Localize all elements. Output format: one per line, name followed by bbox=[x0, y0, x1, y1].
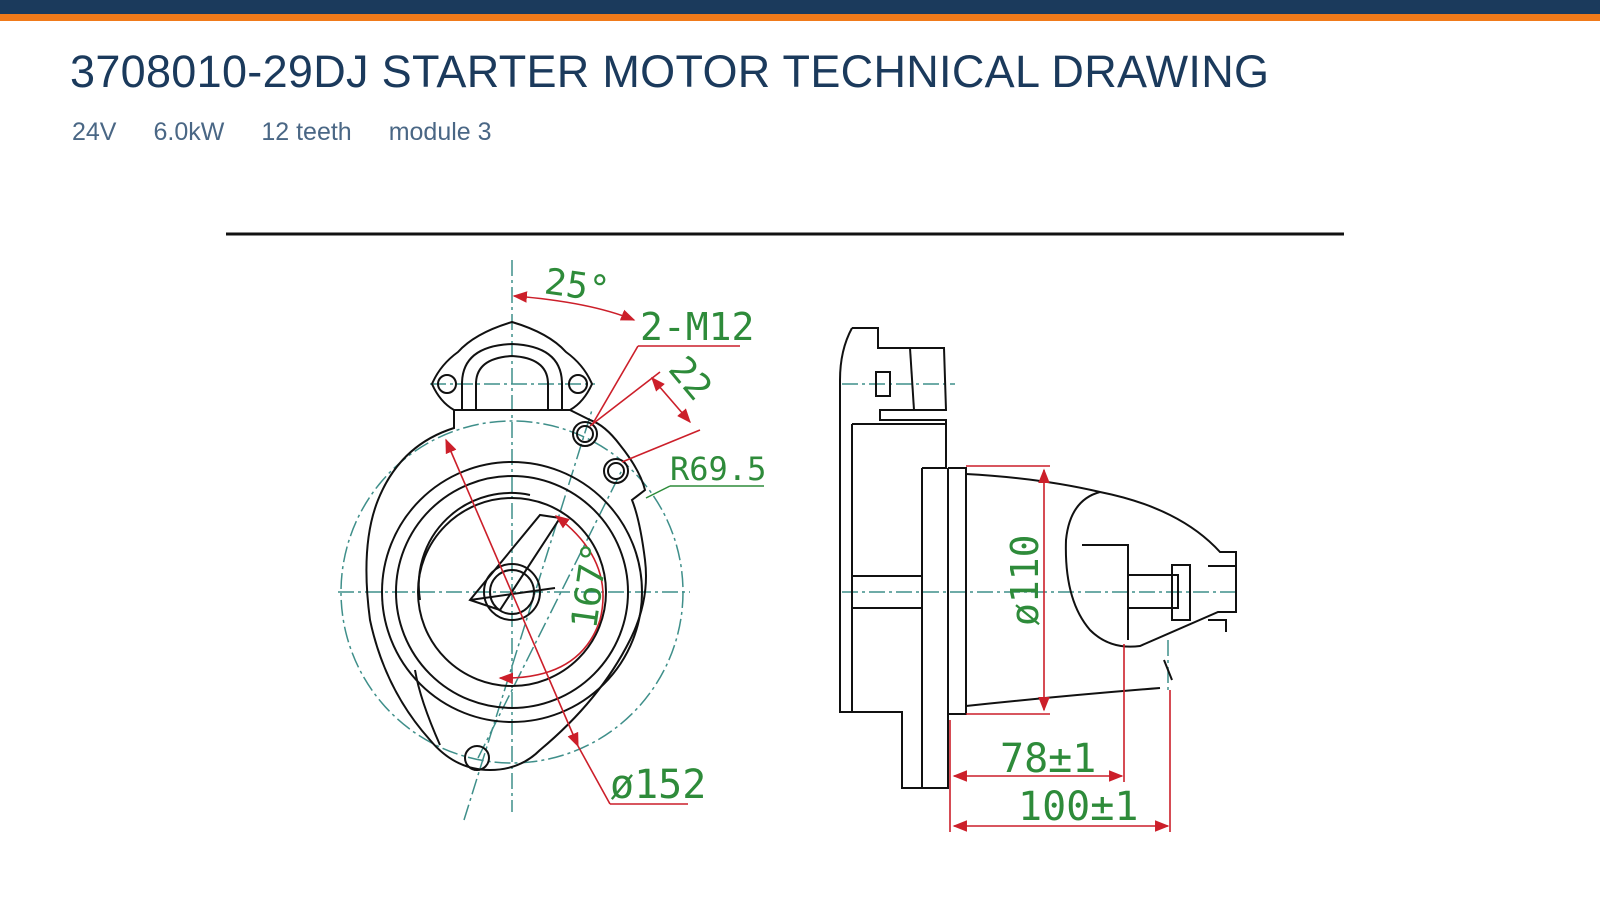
side-view: ø110 78±1 100±1 bbox=[839, 327, 1240, 832]
spec-module: module 3 bbox=[388, 118, 492, 146]
diameter-152-label: ø152 bbox=[610, 762, 706, 808]
spec-teeth: 12 teeth bbox=[261, 118, 352, 146]
header-bar bbox=[0, 0, 1600, 14]
length-78-label: 78±1 bbox=[1000, 736, 1096, 782]
accent-stripe bbox=[0, 14, 1600, 21]
radius-label: R69.5 bbox=[670, 450, 766, 488]
bolt-callout-label: 2-M12 bbox=[640, 305, 754, 349]
length-100-label: 100±1 bbox=[1018, 784, 1138, 830]
bolt-spacing-label: 22 bbox=[660, 349, 719, 409]
angle-167-label: 167° bbox=[564, 540, 617, 632]
spec-list: 24V 6.0kW 12 teeth module 3 bbox=[72, 118, 492, 147]
diameter-110-label: ø110 bbox=[1003, 534, 1047, 626]
spec-voltage: 24V bbox=[72, 118, 117, 146]
spec-power: 6.0kW bbox=[153, 118, 225, 146]
angle-25-label: 25° bbox=[542, 261, 612, 311]
front-view: 25° 2-M12 22 R69.5 167° ø152 bbox=[338, 260, 766, 821]
page-title: 3708010-29DJ STARTER MOTOR TECHNICAL DRA… bbox=[70, 46, 1270, 97]
